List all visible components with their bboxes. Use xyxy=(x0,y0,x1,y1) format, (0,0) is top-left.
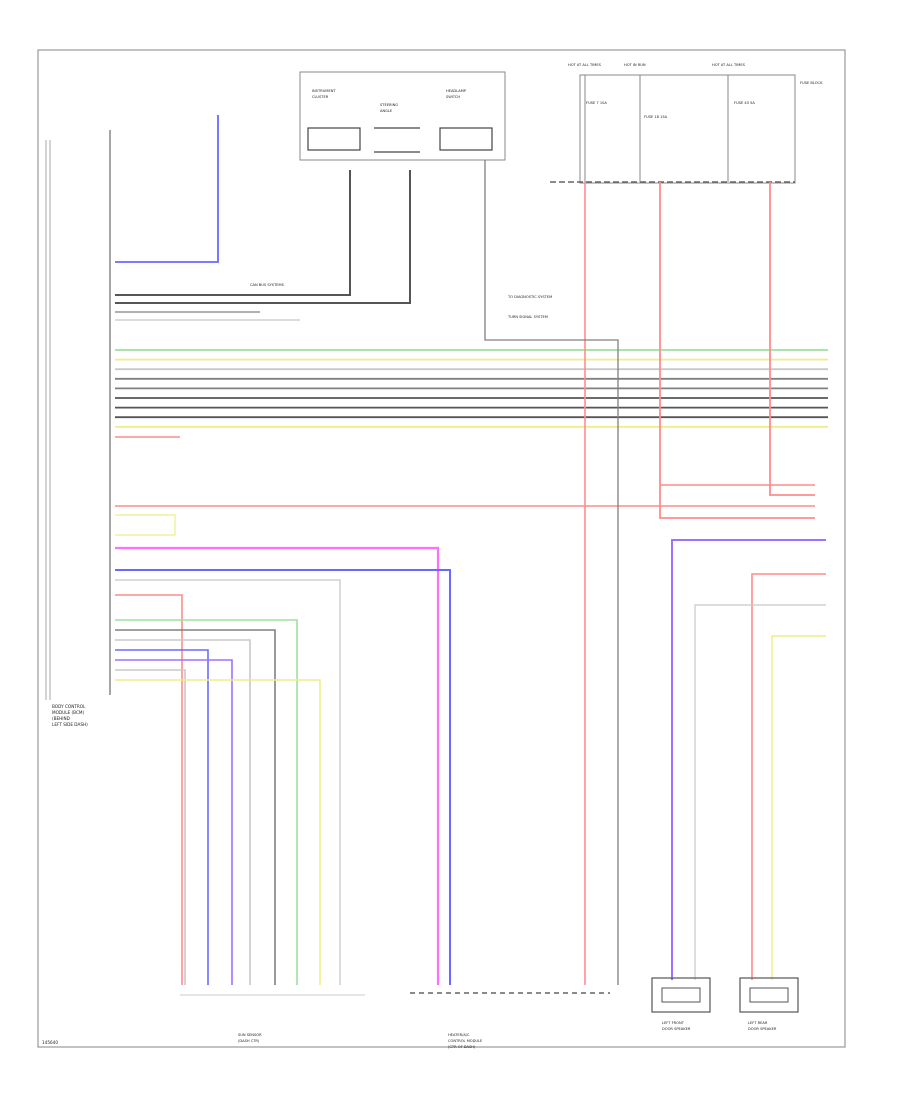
wire-25 xyxy=(671,539,826,980)
wire-32 xyxy=(115,639,251,985)
wire-27 xyxy=(694,604,826,980)
svg-text:HEADLAMP: HEADLAMP xyxy=(446,89,467,93)
wire-28 xyxy=(771,635,826,980)
svg-text:DOOR SPEAKER: DOOR SPEAKER xyxy=(748,1027,777,1031)
svg-text:FUSE 18 15A: FUSE 18 15A xyxy=(644,115,668,119)
svg-text:HOT AT ALL TIMES: HOT AT ALL TIMES xyxy=(712,63,746,67)
wire-19 xyxy=(769,182,815,496)
svg-text:HEATER/A/C: HEATER/A/C xyxy=(448,1033,470,1037)
svg-text:LEFT SIDE DASH): LEFT SIDE DASH) xyxy=(52,722,88,727)
svg-text:LEFT REAR: LEFT REAR xyxy=(748,1021,768,1025)
svg-text:(CTR OF DASH): (CTR OF DASH) xyxy=(448,1045,476,1049)
wire-18 xyxy=(659,182,815,519)
wire-31 xyxy=(115,629,276,985)
wire-35 xyxy=(115,669,186,985)
wire-22 xyxy=(115,546,440,985)
bottom-labels: SUN SENSOR (DASH CTR) HEATER/A/C CONTROL… xyxy=(238,1021,777,1049)
wire-layer xyxy=(115,115,828,985)
svg-text:STEERING: STEERING xyxy=(380,103,398,107)
diagram-frame xyxy=(37,49,846,1048)
left-front-speaker-box xyxy=(651,977,711,1013)
wire-29 xyxy=(115,594,183,985)
svg-text:INSTRUMENT: INSTRUMENT xyxy=(312,89,336,93)
wire-12 xyxy=(115,170,411,304)
svg-text:TO DIAGNOSTIC SYSTEM: TO DIAGNOSTIC SYSTEM xyxy=(507,295,552,299)
footer-code: 145640 xyxy=(42,1040,58,1045)
left-rear-speaker-box xyxy=(739,977,799,1013)
svg-text:CAN BUS SYSTEMS: CAN BUS SYSTEMS xyxy=(250,283,285,287)
fuse-panel-labels: HOT AT ALL TIMES HOT IN RUN HOT AT ALL T… xyxy=(568,63,823,119)
ecu-label: BODY CONTROL MODULE (BCM) (BEHIND LEFT S… xyxy=(52,704,88,727)
wire-26 xyxy=(751,573,826,980)
left-front-speaker-cone xyxy=(661,987,701,1003)
wire-34 xyxy=(115,659,233,985)
wire-10 xyxy=(115,115,219,263)
wire-36 xyxy=(115,679,321,985)
fuse-panel xyxy=(579,74,796,184)
svg-text:SWITCH: SWITCH xyxy=(446,95,460,99)
svg-text:BODY CONTROL: BODY CONTROL xyxy=(52,704,86,709)
svg-text:DOOR SPEAKER: DOOR SPEAKER xyxy=(662,1027,691,1031)
svg-text:(DASH CTR): (DASH CTR) xyxy=(238,1039,260,1043)
wire-33 xyxy=(115,649,209,985)
svg-text:TURN SIGNAL SYSTEM: TURN SIGNAL SYSTEM xyxy=(507,315,548,319)
svg-text:CONTROL MODULE: CONTROL MODULE xyxy=(448,1039,483,1043)
wire-24 xyxy=(115,579,341,985)
top-module-labels: INSTRUMENT CLUSTER STEERING ANGLE HEADLA… xyxy=(312,89,467,113)
svg-text:MODULE (BCM): MODULE (BCM) xyxy=(52,710,84,715)
wire-23 xyxy=(115,569,451,985)
svg-text:HOT AT ALL TIMES: HOT AT ALL TIMES xyxy=(568,63,602,67)
svg-text:LEFT FRONT: LEFT FRONT xyxy=(662,1021,685,1025)
wire-21 xyxy=(484,160,619,985)
side-labels: TO DIAGNOSTIC SYSTEM TURN SIGNAL SYSTEM … xyxy=(250,283,552,319)
svg-text:FUSE BLOCK: FUSE BLOCK xyxy=(800,81,823,85)
svg-text:ANGLE: ANGLE xyxy=(380,109,393,113)
svg-text:(BEHIND: (BEHIND xyxy=(52,716,70,721)
instrument-cluster-box xyxy=(307,127,361,151)
top-module-frame xyxy=(299,71,506,161)
svg-text:SUN SENSOR: SUN SENSOR xyxy=(238,1033,262,1037)
svg-text:HOT IN RUN: HOT IN RUN xyxy=(624,63,646,67)
wire-30 xyxy=(115,619,298,985)
headlamp-switch-box xyxy=(439,127,493,151)
svg-text:FUSE 7 10A: FUSE 7 10A xyxy=(586,101,607,105)
wire-11 xyxy=(115,170,351,296)
svg-text:FUSE 43 5A: FUSE 43 5A xyxy=(734,101,755,105)
svg-text:CLUSTER: CLUSTER xyxy=(312,95,329,99)
wire-37 xyxy=(115,514,176,536)
left-rear-speaker-cone xyxy=(749,987,789,1003)
